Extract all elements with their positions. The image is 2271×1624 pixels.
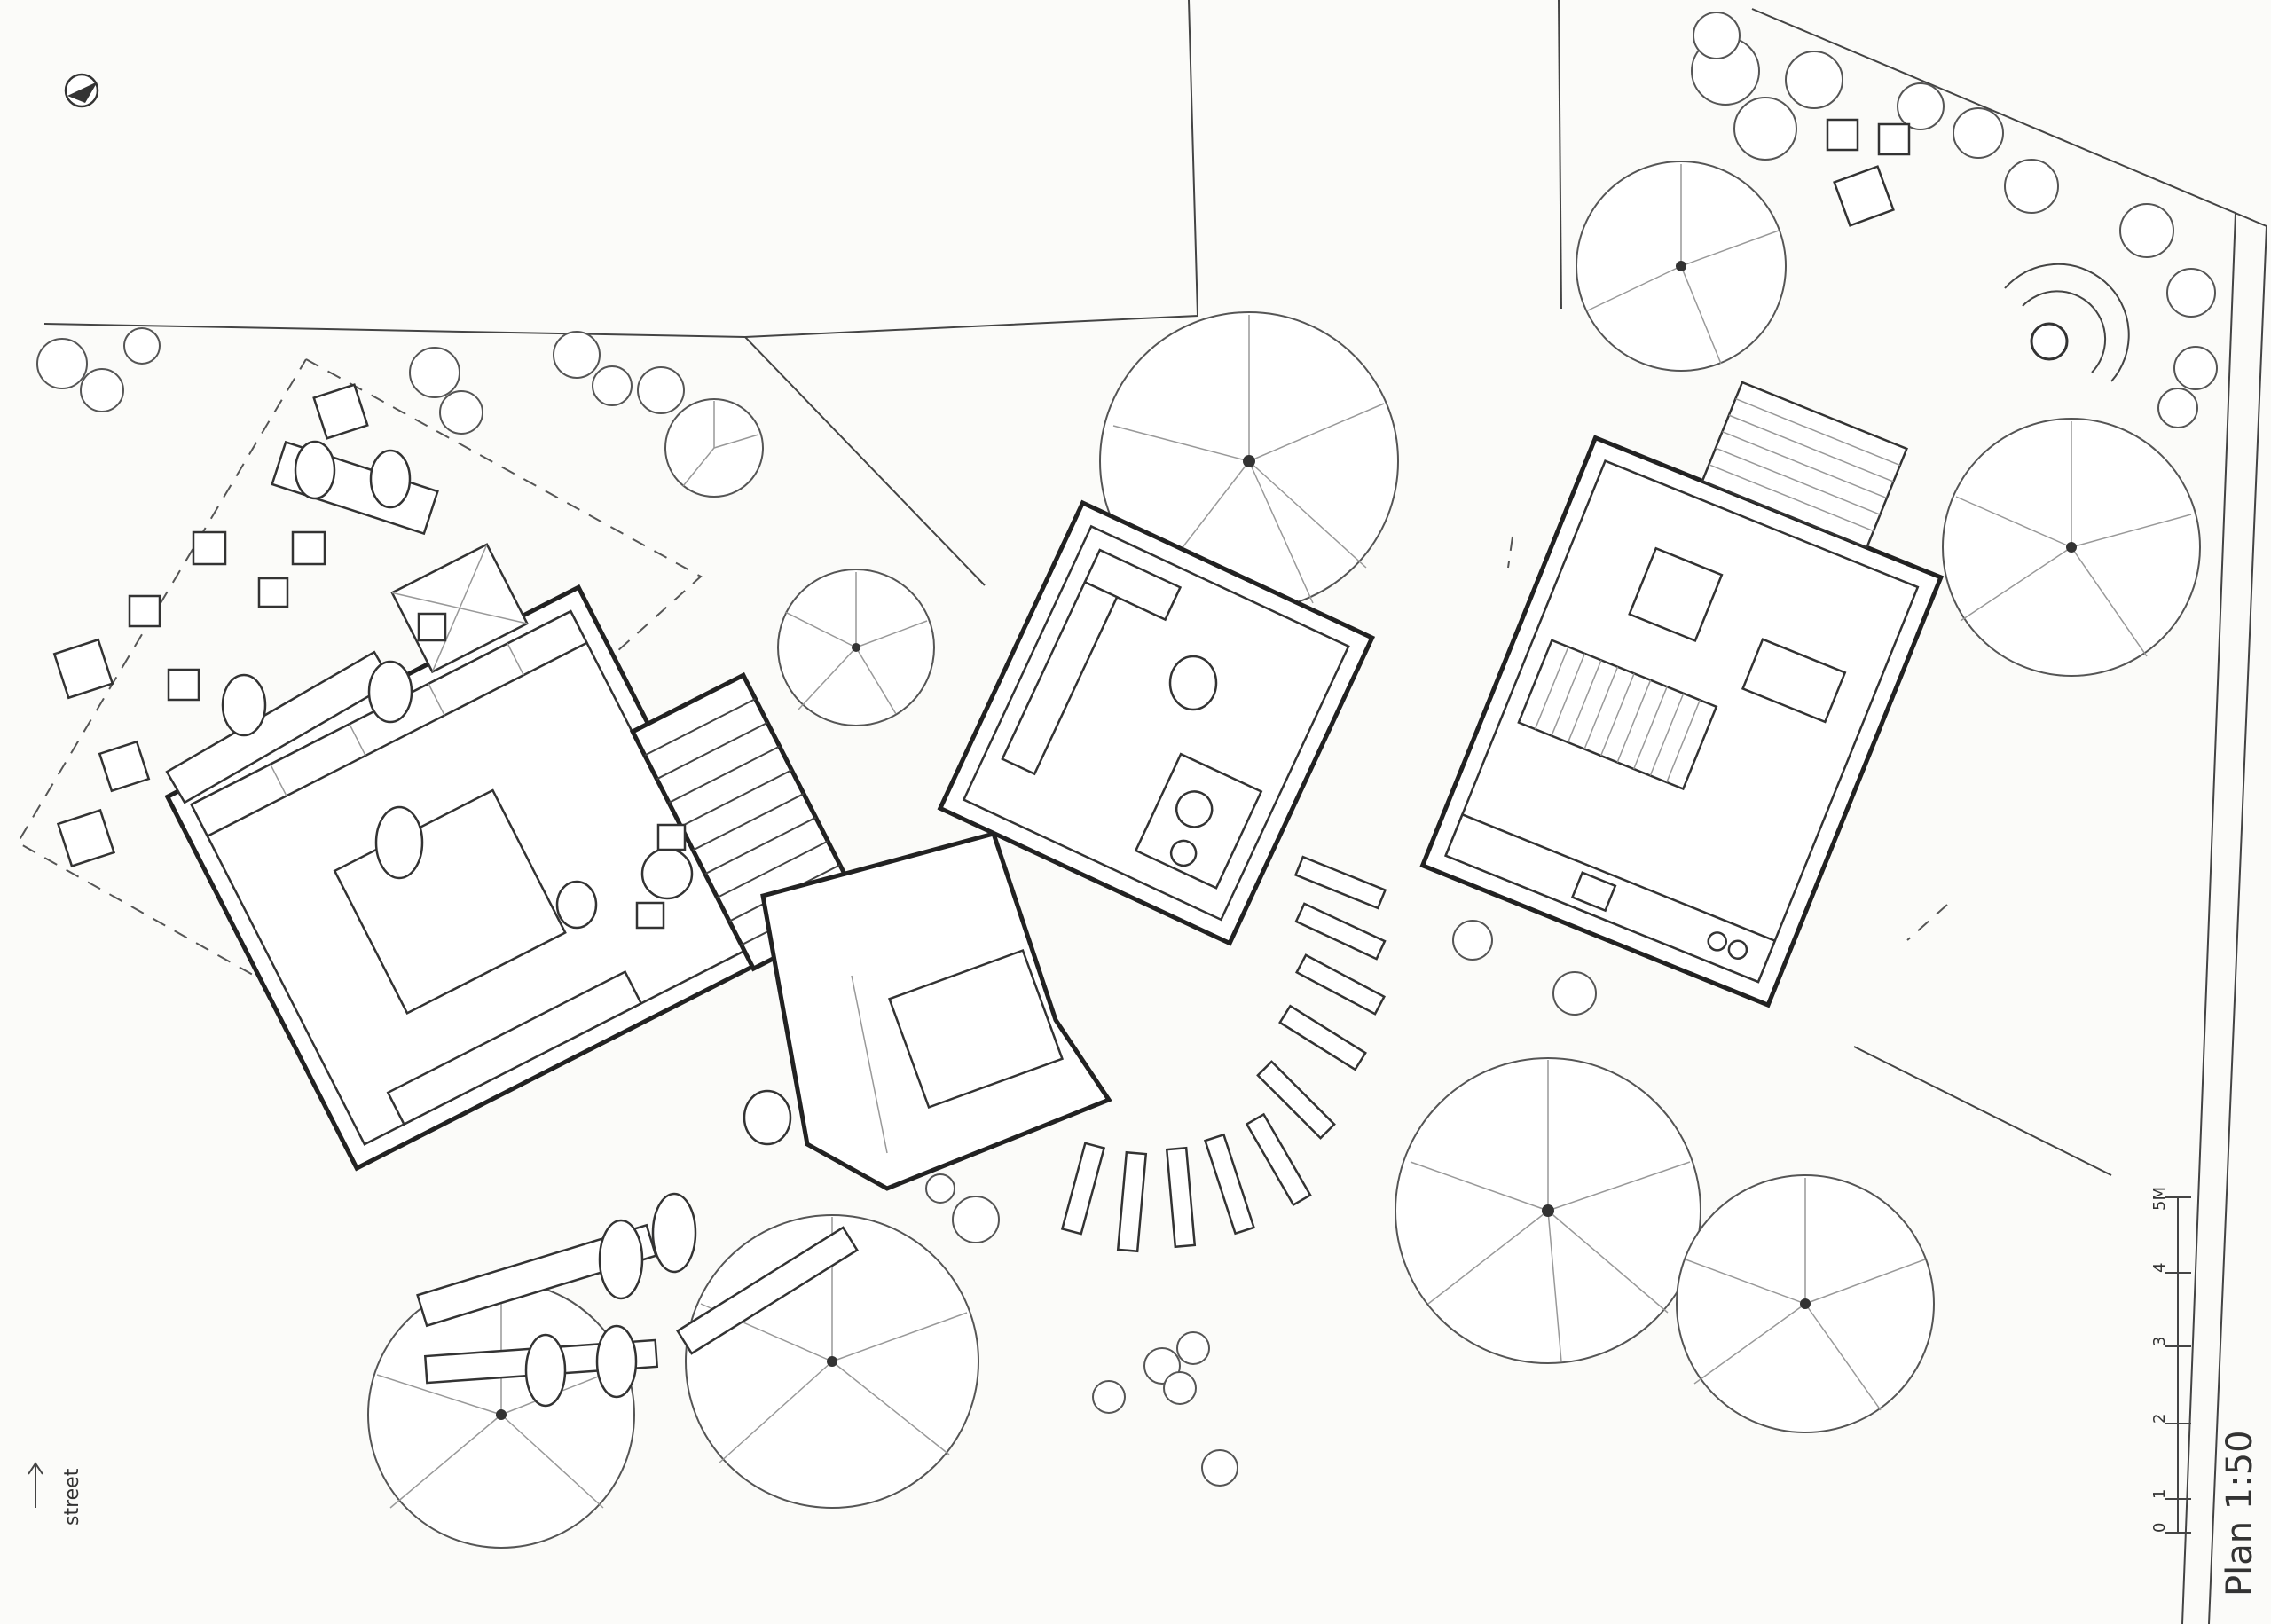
sofa	[1741, 638, 1847, 724]
shrubs	[36, 12, 2218, 1487]
toilet	[1169, 839, 1198, 867]
street-label: street	[61, 1468, 83, 1526]
scale-tick-3: 3	[2150, 1337, 2169, 1346]
street-arrow-icon	[28, 1462, 43, 1508]
central-rug	[887, 948, 1065, 1110]
scale-tick-0: 0	[2150, 1523, 2169, 1533]
bench-1	[416, 1223, 657, 1328]
terrace-tiles	[52, 118, 1911, 868]
tree-lower-right	[1676, 1174, 1935, 1433]
scale-bar: 0 1 2 3 4 5M	[2150, 1187, 2191, 1534]
tree-canopies	[367, 161, 2201, 1549]
tree-top-right	[1576, 161, 1787, 372]
scale-tick-2: 2	[2150, 1414, 2169, 1424]
bottom-counter	[386, 970, 643, 1126]
plan-title: Plan 1:50	[2220, 1430, 2260, 1597]
garden-steps	[1060, 855, 1387, 1253]
people	[221, 440, 1218, 1408]
round-table	[635, 823, 694, 930]
fire-pit	[2004, 263, 2130, 382]
bench-3	[676, 1226, 859, 1355]
property-boundaries	[43, 0, 2267, 1624]
tree-left-garden	[777, 569, 935, 726]
middle-building	[937, 499, 1376, 946]
tree-top-centre	[1099, 311, 1399, 611]
side-counter	[1001, 580, 1119, 776]
scale-tick-4: 4	[2150, 1263, 2169, 1273]
tree-lower-middle	[1395, 1057, 1701, 1364]
scale-tick-5m: 5M	[2150, 1187, 2169, 1211]
tree-small-top	[664, 398, 764, 498]
upper-counter	[1083, 548, 1183, 622]
scale-tick-1: 1	[2150, 1489, 2169, 1499]
dining-table	[1628, 546, 1724, 643]
tree-right-garden	[1942, 418, 2201, 677]
north-arrow-icon	[64, 73, 99, 108]
right-house	[1419, 381, 1945, 1008]
tree-bottom-left	[367, 1281, 635, 1549]
sink	[1175, 790, 1214, 828]
central-hall	[760, 830, 1112, 1191]
